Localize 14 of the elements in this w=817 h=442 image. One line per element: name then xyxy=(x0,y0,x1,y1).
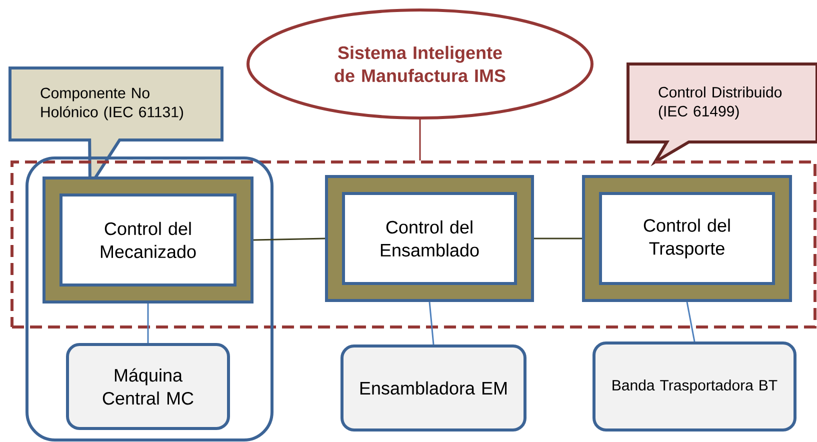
connector-line xyxy=(686,302,696,342)
connector-line xyxy=(253,238,326,241)
callout-box: Control Distribuido (IEC 61499) xyxy=(626,62,817,166)
machine-box: Máquina Central MC xyxy=(66,343,230,430)
machine-box: Ensambladora EM xyxy=(340,344,526,432)
dashed-region xyxy=(10,160,816,328)
control-box: Control del Mecanizado xyxy=(42,176,254,304)
machine-box: Banda Trasportadora BT xyxy=(592,342,796,432)
control-box: Control del Trasporte xyxy=(582,175,792,302)
connector-line xyxy=(534,238,582,240)
control-box: Control del Ensamblado xyxy=(325,175,534,302)
connector-line xyxy=(147,304,149,343)
connector-line xyxy=(419,120,421,160)
rounded-group xyxy=(26,156,274,442)
